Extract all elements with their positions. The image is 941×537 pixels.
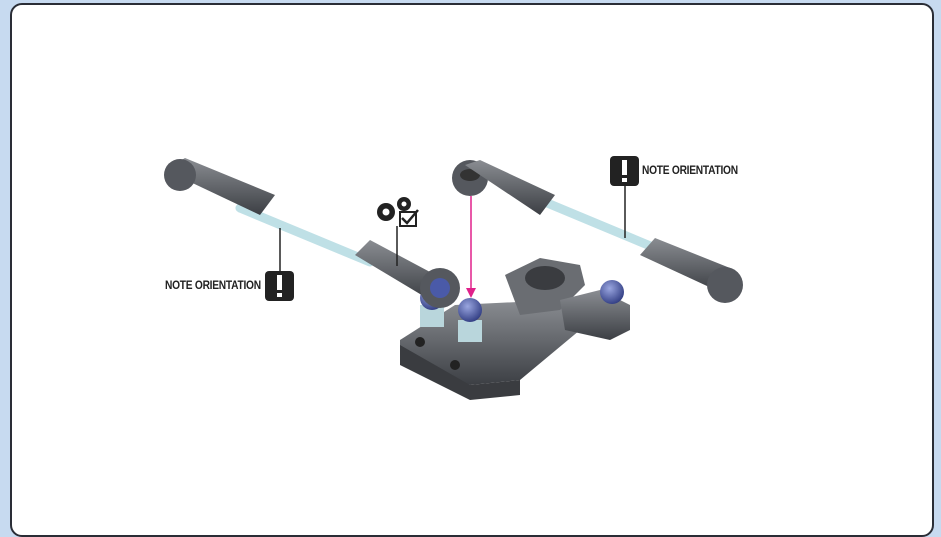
insert-arrow	[466, 196, 476, 298]
exclamation-icon	[265, 271, 294, 301]
right-turnbuckle	[452, 160, 743, 303]
exclamation-icon	[610, 156, 639, 186]
note-orientation-label-left: NOTE ORIENTATION	[165, 278, 261, 292]
note-orientation-label-right: NOTE ORIENTATION	[642, 163, 738, 177]
assembly-diagram	[164, 156, 743, 400]
left-turnbuckle	[164, 158, 460, 308]
gears-check-icon	[377, 197, 419, 227]
instruction-panel	[10, 3, 934, 537]
